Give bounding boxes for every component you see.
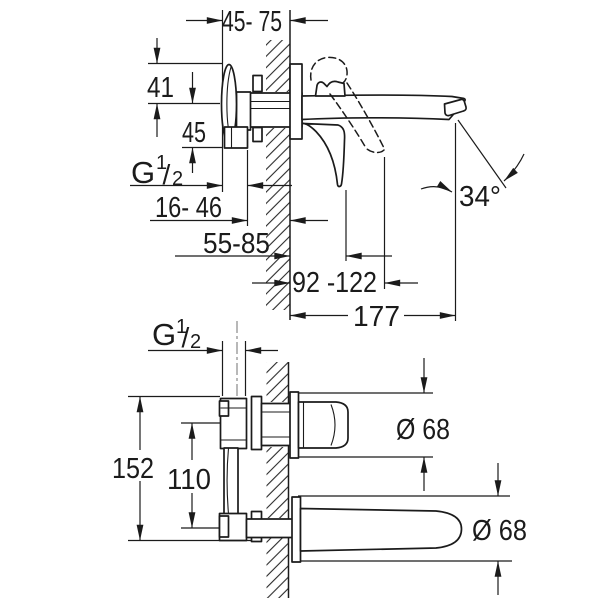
mounting-plate (250, 395, 263, 451)
mounting-tab (252, 74, 263, 93)
thread-prefix: G (131, 155, 155, 190)
thread-numerator: 1 (176, 316, 187, 338)
dim-spout-diameter: Ø 68 (472, 515, 527, 547)
dim-depth-range: 45- 75 (222, 6, 282, 38)
spout-body (301, 94, 466, 121)
wall-section (266, 10, 291, 320)
angle-arc-arrow (503, 153, 525, 182)
cartridge-neck (235, 91, 252, 131)
dim-port-spacing: 110 (167, 464, 211, 496)
spray-angle-annotation (420, 119, 525, 193)
spout-top-view (291, 496, 463, 563)
spout-port-boss (218, 515, 230, 538)
wall-hatch (266, 538, 289, 598)
spout-escutcheon (291, 496, 302, 563)
wall-hatch (266, 447, 289, 518)
supply-stub (223, 126, 249, 149)
thread-label: G 1 / 2 (152, 316, 201, 353)
dim-spray-angle: 34° (459, 181, 501, 213)
spray-angle-line (457, 119, 507, 189)
thread-denominator: 2 (172, 168, 183, 190)
spout (301, 94, 467, 121)
plan-view: G 1 / 2 152 110 Ø 68 Ø 68 (112, 316, 527, 598)
concealed-body (220, 63, 303, 149)
wall-hatch (266, 362, 289, 402)
wall-hatch (266, 128, 290, 310)
handle-escutcheon (289, 391, 300, 459)
handle-grip-top (314, 80, 346, 97)
mounting-tab (252, 126, 263, 143)
phantom-outline (309, 56, 348, 84)
phantom-outline (346, 82, 385, 149)
dim-projection: 177 (353, 301, 400, 333)
dimension-lines (136, 347, 502, 595)
thread-numerator: 1 (156, 152, 167, 174)
body-arm (223, 447, 239, 515)
phantom-outline (329, 93, 367, 149)
extension-lines (128, 321, 512, 562)
dim-wall-clearance: 16- 46 (155, 192, 222, 224)
side-view: 45- 75 41 45 G 1 / 2 16- 46 55-85 92 -12… (130, 6, 525, 333)
dimension-lines (130, 17, 456, 319)
concealed-body (218, 395, 294, 543)
lever-handle (302, 80, 346, 188)
thread-slash: / (163, 159, 171, 190)
thread-prefix: G (152, 317, 176, 352)
wall-hatch (266, 40, 290, 92)
dim-top-offset: 41 (147, 72, 174, 104)
dim-body-height: 152 (112, 453, 154, 485)
thread-slash: / (182, 322, 190, 353)
handle-lever-blade (302, 122, 346, 188)
cartridge-sleeve (260, 402, 294, 447)
phantom-outline (366, 148, 385, 154)
dim-axis-offset: 45 (182, 117, 206, 149)
dim-lever-open: 92 -122 (292, 267, 377, 299)
lever-handle-phantom (309, 56, 385, 154)
dim-handle-diameter: Ø 68 (396, 414, 450, 446)
dim-lever-closed: 55-85 (203, 228, 270, 260)
thread-label: G 1 / 2 (131, 152, 183, 190)
body-arm-curve (226, 447, 230, 515)
handle-knob (297, 401, 349, 449)
angle-arc-arrow (420, 181, 453, 193)
spout-pipe (245, 518, 294, 539)
aerator (443, 98, 467, 117)
wall-section (266, 362, 290, 598)
handle-top-view (289, 391, 349, 459)
spout-body (299, 507, 463, 552)
wall-escutcheon (289, 63, 303, 140)
handle-knob-arc (330, 404, 336, 446)
thread-denominator: 2 (190, 331, 201, 353)
